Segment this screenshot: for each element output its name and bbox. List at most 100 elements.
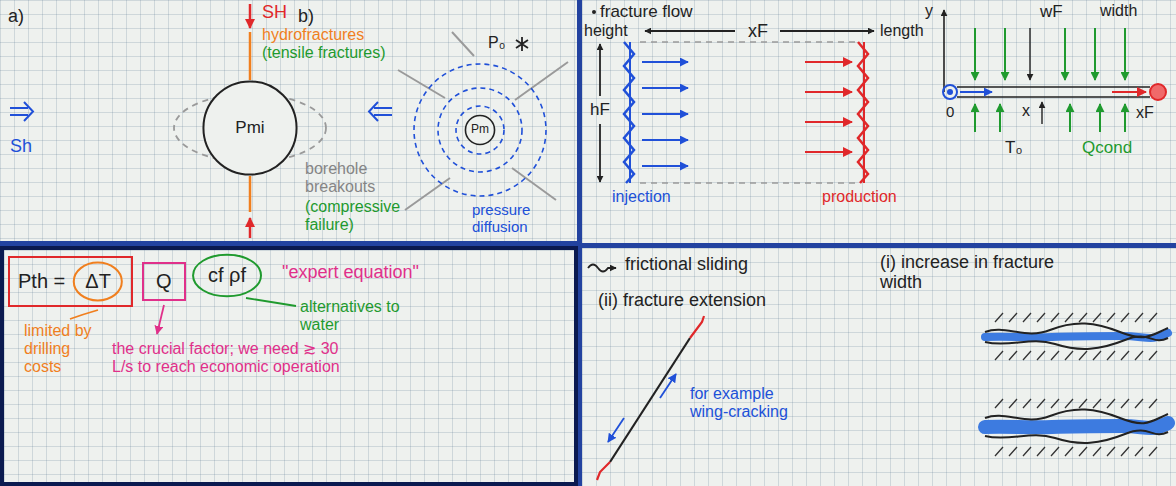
axis-label: 0 <box>946 104 954 121</box>
heat-flux-arrow <box>1069 104 1071 132</box>
ellipse-outline <box>74 263 122 301</box>
heading: frictional sliding <box>625 254 748 274</box>
heat-flux-arrow <box>999 104 1001 132</box>
panel-letter: b) <box>298 6 314 26</box>
production-point <box>1150 84 1166 100</box>
fracture-outline <box>640 42 856 183</box>
tensile-fracture <box>249 176 252 212</box>
fracture-wall <box>985 323 1168 337</box>
heat-flux-arrow <box>1124 104 1126 132</box>
squiggle-arrow <box>588 265 616 272</box>
wing-crack <box>597 316 704 480</box>
star-symbol <box>516 37 528 51</box>
ellipse-outline <box>465 115 494 144</box>
equation-box: Pth = ΔT <box>8 256 133 307</box>
flow-arrow <box>805 61 852 63</box>
annotation: borehole breakouts <box>305 160 400 196</box>
heat-flux-arrow <box>1094 28 1096 80</box>
stress-double-arrow <box>369 102 392 121</box>
ellipse-outline <box>203 81 296 174</box>
heat-flux-arrow <box>1124 28 1126 80</box>
pressure-label: P₀ <box>488 34 505 52</box>
tensile-fracture <box>249 32 252 80</box>
rock-hatching <box>995 313 1157 322</box>
annotation: for example wing-cracking <box>690 385 810 421</box>
dimension-label: length <box>880 22 924 40</box>
node-text: Pth = <box>18 270 65 293</box>
well-label: injection <box>612 188 671 206</box>
annotation: (tensile fractures) <box>262 44 386 62</box>
delta-t-circle: ΔT <box>73 262 123 301</box>
fluid-property-circle: cf ρf <box>192 254 262 297</box>
leader-line <box>246 298 296 306</box>
annotation: (compressive failure) <box>305 198 425 234</box>
injection-point <box>947 89 953 95</box>
heading: fracture flow <box>600 2 693 21</box>
node-text: ΔT <box>85 270 111 293</box>
node-text: Pm <box>471 123 489 137</box>
node-text: Q <box>156 270 172 293</box>
pressure-front <box>438 88 522 172</box>
annotation: limited by drilling costs <box>24 322 94 376</box>
position-arrow <box>1041 102 1042 124</box>
heat-flux-arrow <box>974 28 976 80</box>
width-arrow <box>1029 28 1030 80</box>
annotation: hydrofractures <box>262 26 364 44</box>
fault-line <box>610 338 690 462</box>
annotation: "expert equation" <box>282 262 419 282</box>
fracture-wall <box>985 431 1168 443</box>
dimension-label: xF <box>1136 104 1154 122</box>
production-well <box>863 42 865 183</box>
slip-arrow <box>608 418 624 442</box>
heat-flux-arrow <box>1004 28 1006 80</box>
annotation: the crucial factor; we need ≳ 30 L/s to … <box>112 340 362 376</box>
axis <box>943 10 945 92</box>
leader-line <box>70 310 98 319</box>
leader-arrow <box>157 305 164 334</box>
injection-point <box>943 85 957 99</box>
heat-flux-arrow <box>974 104 976 132</box>
rock-hatching <box>995 351 1157 360</box>
stress-label: SH <box>262 2 287 22</box>
axis-label: x <box>1022 102 1030 120</box>
dimension-label: height <box>584 22 628 40</box>
annotation: pressure diffusion <box>472 202 552 236</box>
grid-paper-panel <box>582 0 1176 243</box>
rock-hatching <box>995 399 1157 408</box>
fracture-wall <box>985 409 1168 423</box>
heading: (i) increase in fracture width <box>880 252 1080 292</box>
well-label: production <box>822 188 897 206</box>
heat-flux-label: Qcond <box>1082 138 1132 157</box>
production-well <box>858 42 868 183</box>
pressure-front <box>414 64 546 196</box>
bullet-dot <box>592 10 596 14</box>
flow-arrow <box>805 151 852 153</box>
node-text: cf ρf <box>208 264 246 287</box>
annotation: alternatives to water <box>300 298 430 334</box>
injection-well <box>629 42 631 183</box>
dimension-arrow <box>599 44 601 96</box>
flow-arrow <box>642 165 688 167</box>
injection-well <box>624 42 634 183</box>
flow-arrow <box>642 61 688 63</box>
fracture-walls <box>957 87 1150 97</box>
flow-rate-box: Q <box>142 262 186 301</box>
dimension-label: hF <box>590 100 610 119</box>
borehole-circle: Pmi <box>202 80 298 176</box>
dimension-label: width <box>1100 2 1137 20</box>
flow-arrow <box>960 91 992 93</box>
stress-double-arrow <box>10 102 33 121</box>
heat-flux-arrow <box>1064 28 1066 80</box>
stress-label: Sh <box>10 136 32 156</box>
pressure-front <box>456 106 504 154</box>
natural-fractures <box>398 32 568 210</box>
temperature-label: T₀ <box>1005 138 1022 157</box>
borehole-circle: Pm <box>465 115 495 145</box>
panel-letter: a) <box>8 6 24 26</box>
dimension-label: wF <box>1040 2 1063 21</box>
flow-arrow <box>1112 91 1146 93</box>
node-text: Pmi <box>235 118 264 138</box>
